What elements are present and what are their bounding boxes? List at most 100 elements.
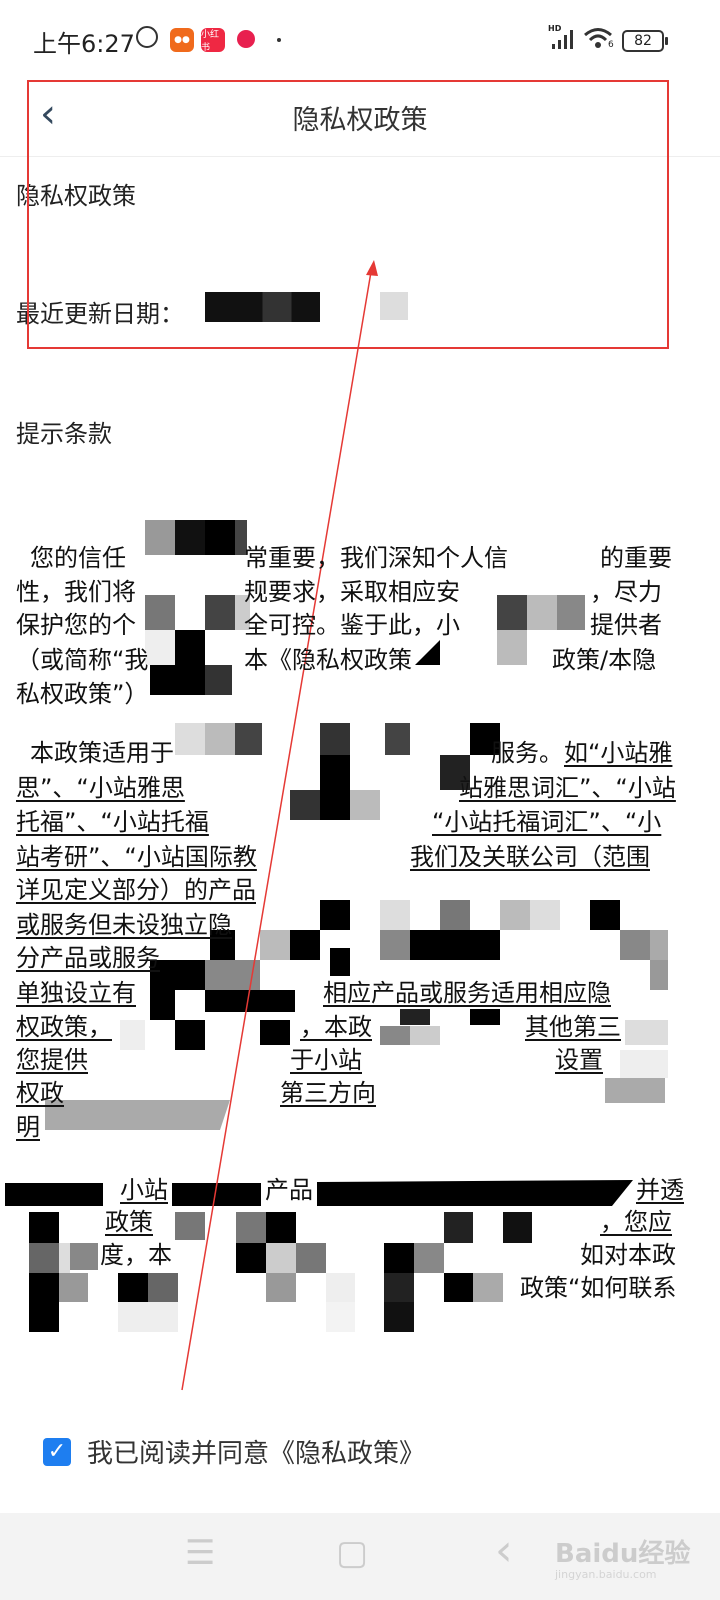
mosaic-block xyxy=(384,1273,414,1302)
mosaic-block xyxy=(5,1183,103,1206)
mosaic-block xyxy=(440,755,470,790)
agreement-label[interactable]: 我已阅读并同意《隐私政策》 xyxy=(87,1439,426,1469)
wifi-label: 6 xyxy=(608,40,614,50)
redaction-shape xyxy=(45,1100,230,1130)
mosaic-block xyxy=(620,1050,668,1078)
kuaishou-icon: ●● xyxy=(170,28,194,52)
mosaic-block xyxy=(320,723,350,755)
arrowhead-icon xyxy=(366,260,378,276)
mosaic-block xyxy=(500,900,530,930)
redaction-shape xyxy=(317,1180,633,1206)
mosaic-block xyxy=(266,1273,296,1302)
alarm-icon xyxy=(136,26,158,48)
mosaic-block xyxy=(326,1302,355,1332)
mosaic-block xyxy=(473,1273,503,1302)
mosaic-block xyxy=(210,930,235,960)
mosaic-block xyxy=(384,1243,414,1273)
mosaic-block xyxy=(527,595,557,630)
mosaic-block xyxy=(290,930,320,960)
mosaic-block xyxy=(385,723,410,755)
agreement-row[interactable]: ✓ 我已阅读并同意《隐私政策》 xyxy=(43,1433,425,1470)
battery-indicator: 82 xyxy=(622,30,668,52)
updated-date-label: 最近更新日期： xyxy=(16,300,184,328)
signal-icon: HD xyxy=(548,24,574,50)
mosaic-block xyxy=(145,595,175,630)
mosaic-block xyxy=(320,790,350,820)
mosaic-block xyxy=(150,960,175,990)
mosaic-block xyxy=(205,520,235,555)
mosaic-block xyxy=(497,630,527,665)
mosaic-block xyxy=(118,1273,148,1302)
mosaic-block xyxy=(384,1302,414,1332)
mosaic-block xyxy=(205,665,232,695)
mosaic-block xyxy=(235,595,250,630)
mosaic-block xyxy=(557,595,585,630)
status-time: 上午6:27 xyxy=(33,30,135,58)
mosaic-block xyxy=(29,1273,59,1302)
agree-checkbox[interactable]: ✓ xyxy=(43,1437,71,1466)
doc-heading: 隐私权政策 xyxy=(16,182,136,210)
redaction-shape xyxy=(415,640,440,665)
annotation-box xyxy=(27,80,669,349)
mosaic-block xyxy=(530,900,560,930)
mosaic-block xyxy=(205,990,295,1012)
mosaic-block xyxy=(150,665,205,695)
mosaic-block xyxy=(444,1212,473,1243)
mosaic-block xyxy=(29,1212,59,1243)
mosaic-block xyxy=(260,930,290,960)
mosaic-block xyxy=(650,960,668,990)
system-nav-bar: ☰ ▢ ‹ xyxy=(0,1513,720,1600)
mosaic-block xyxy=(380,930,410,960)
mosaic-block xyxy=(260,1020,290,1045)
back-icon[interactable]: ‹ xyxy=(495,1525,513,1576)
mosaic-block xyxy=(440,900,470,930)
mosaic-block xyxy=(414,1243,444,1273)
mosaic-block xyxy=(175,630,205,665)
mosaic-block xyxy=(235,723,262,755)
chevron-left-icon[interactable]: ‹ xyxy=(40,91,56,137)
page-title: 隐私权政策 xyxy=(292,105,428,136)
mosaic-block xyxy=(605,1078,665,1103)
mosaic-block xyxy=(350,790,380,820)
mosaic-block xyxy=(590,900,620,930)
mosaic-block xyxy=(650,930,668,960)
dot-icon xyxy=(277,38,281,42)
mosaic-block xyxy=(29,1243,59,1273)
baidu-watermark: Baidu经验 xyxy=(555,1539,691,1569)
mosaic-block xyxy=(70,1243,98,1270)
mosaic-block xyxy=(444,1273,473,1302)
mosaic-block xyxy=(205,595,235,630)
xiaohongshu-icon: 小红书 xyxy=(201,28,225,53)
mosaic-block xyxy=(380,900,410,930)
mosaic-block xyxy=(175,595,205,630)
mosaic-block xyxy=(172,1183,261,1206)
mosaic-block xyxy=(118,1302,178,1332)
annotation-arrow xyxy=(181,265,373,1391)
mosaic-block xyxy=(326,1273,355,1302)
home-icon[interactable]: ▢ xyxy=(336,1533,369,1573)
menu-icon[interactable]: ☰ xyxy=(185,1533,216,1573)
mosaic-block xyxy=(470,723,500,755)
mosaic-block xyxy=(175,723,205,755)
mosaic-block xyxy=(175,1212,205,1240)
video-app-icon xyxy=(237,30,255,48)
mosaic-block xyxy=(470,1009,500,1025)
mosaic-block xyxy=(145,630,175,665)
status-bar: 上午6:27 ●● 小红书 HD 6 82 xyxy=(0,0,720,80)
mosaic-block xyxy=(59,1243,70,1273)
mosaic-block xyxy=(59,1273,88,1302)
redacted-date xyxy=(205,292,320,322)
mosaic-block xyxy=(236,1212,266,1243)
mosaic-block xyxy=(503,1212,532,1243)
mosaic-block xyxy=(175,960,205,990)
mosaic-block xyxy=(320,755,350,790)
mosaic-block xyxy=(410,930,500,960)
mosaic-block xyxy=(497,595,527,630)
mosaic-block xyxy=(175,520,205,555)
mosaic-block xyxy=(205,723,235,755)
mosaic-block xyxy=(380,1026,410,1045)
mosaic-block xyxy=(236,1243,266,1273)
mosaic-block xyxy=(175,1020,205,1050)
network-type-label: HD xyxy=(548,24,562,33)
